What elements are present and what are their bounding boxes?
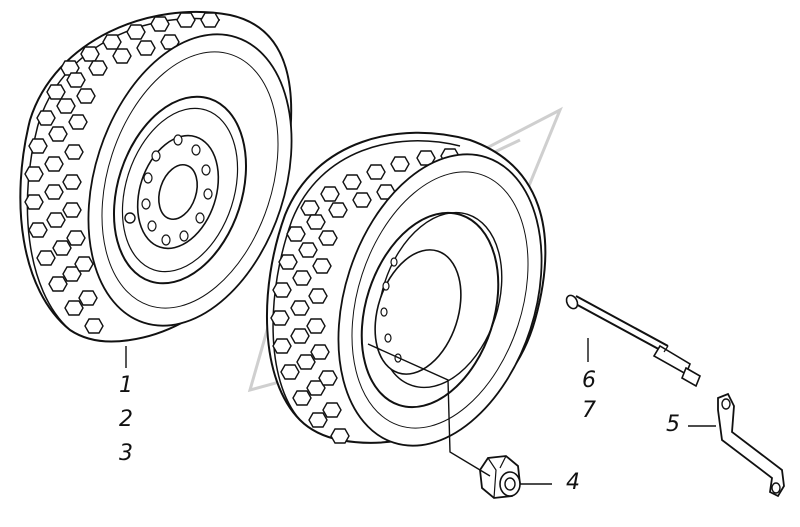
callout-label-5: 5	[666, 412, 680, 437]
wheel-nut-icon	[479, 455, 521, 499]
callout-label-4: 4	[566, 470, 580, 495]
wheel-with-tire-icon	[265, 131, 547, 447]
wheel-with-tire-icon	[19, 10, 293, 343]
callout-label-1: 1	[119, 373, 133, 398]
valve-extension-icon	[565, 294, 702, 388]
callout-label-6: 6	[582, 368, 596, 393]
leader-lines	[125, 338, 716, 485]
bracket-icon	[717, 392, 785, 498]
callout-label-3: 3	[119, 441, 133, 466]
callout-label-7: 7	[582, 398, 596, 423]
callout-label-2: 2	[119, 407, 133, 432]
